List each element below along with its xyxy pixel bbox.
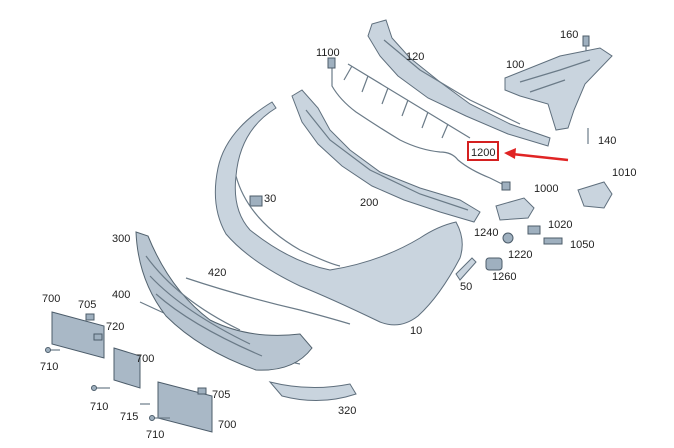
label-1100: 1100 <box>316 47 340 59</box>
label-700-b: 700 <box>136 353 154 365</box>
label-100: 100 <box>506 59 524 71</box>
part-710-screw-c <box>149 415 170 421</box>
label-420: 420 <box>208 267 226 279</box>
part-705-clip-a <box>85 313 95 321</box>
label-30: 30 <box>264 193 276 205</box>
label-700-c: 700 <box>218 419 236 431</box>
label-1010: 1010 <box>612 167 636 179</box>
label-710-a: 710 <box>40 361 58 373</box>
part-120-upper-bracket <box>367 19 551 147</box>
label-710-b: 710 <box>90 401 108 413</box>
part-10-bumper-cover <box>214 101 463 326</box>
label-160: 160 <box>560 29 578 41</box>
part-700-plate-a <box>51 311 105 359</box>
label-320: 320 <box>338 405 356 417</box>
label-1220: 1220 <box>508 249 532 261</box>
part-100-bracket <box>504 47 613 131</box>
part-1020-clip <box>527 225 541 235</box>
label-720: 720 <box>106 321 124 333</box>
label-700-a: 700 <box>42 293 60 305</box>
label-1240: 1240 <box>474 227 498 239</box>
part-1050-clip <box>543 237 563 245</box>
label-50: 50 <box>460 281 472 293</box>
label-400: 400 <box>112 289 130 301</box>
highlight-box-1200 <box>467 141 499 161</box>
label-1260: 1260 <box>492 271 516 283</box>
label-140: 140 <box>598 135 616 147</box>
part-30-clip <box>249 195 263 207</box>
part-710-screw-a <box>45 347 60 353</box>
highlight-arrow <box>504 148 569 162</box>
label-10: 10 <box>410 325 422 337</box>
label-300: 300 <box>112 233 130 245</box>
part-300-grille <box>135 231 313 371</box>
label-1200: 1200 <box>471 147 495 159</box>
label-705-a: 705 <box>78 299 96 311</box>
part-420-strip <box>185 277 351 325</box>
part-320-trim <box>268 381 357 402</box>
part-200-bracket <box>291 89 481 223</box>
part-700-plate-b <box>113 347 141 389</box>
label-1020: 1020 <box>548 219 572 231</box>
part-120-clips <box>343 63 471 139</box>
part-1240-holder <box>502 232 514 244</box>
label-200: 200 <box>360 197 378 209</box>
part-1200-wire-harness <box>327 57 511 191</box>
label-1000: 1000 <box>534 183 558 195</box>
label-120: 120 <box>406 51 424 63</box>
part-1000-sensor-bracket <box>495 197 535 221</box>
label-710-c: 710 <box>146 429 164 441</box>
part-710-screw-b <box>91 385 110 391</box>
part-1010-sensor-bracket <box>577 181 613 209</box>
label-715: 715 <box>120 411 138 423</box>
label-705-b: 705 <box>212 389 230 401</box>
part-720-clip <box>93 333 103 341</box>
part-50-trim <box>455 257 477 281</box>
part-705-clip-b <box>197 387 207 395</box>
part-1260-sensor <box>485 257 503 271</box>
label-1050: 1050 <box>570 239 594 251</box>
